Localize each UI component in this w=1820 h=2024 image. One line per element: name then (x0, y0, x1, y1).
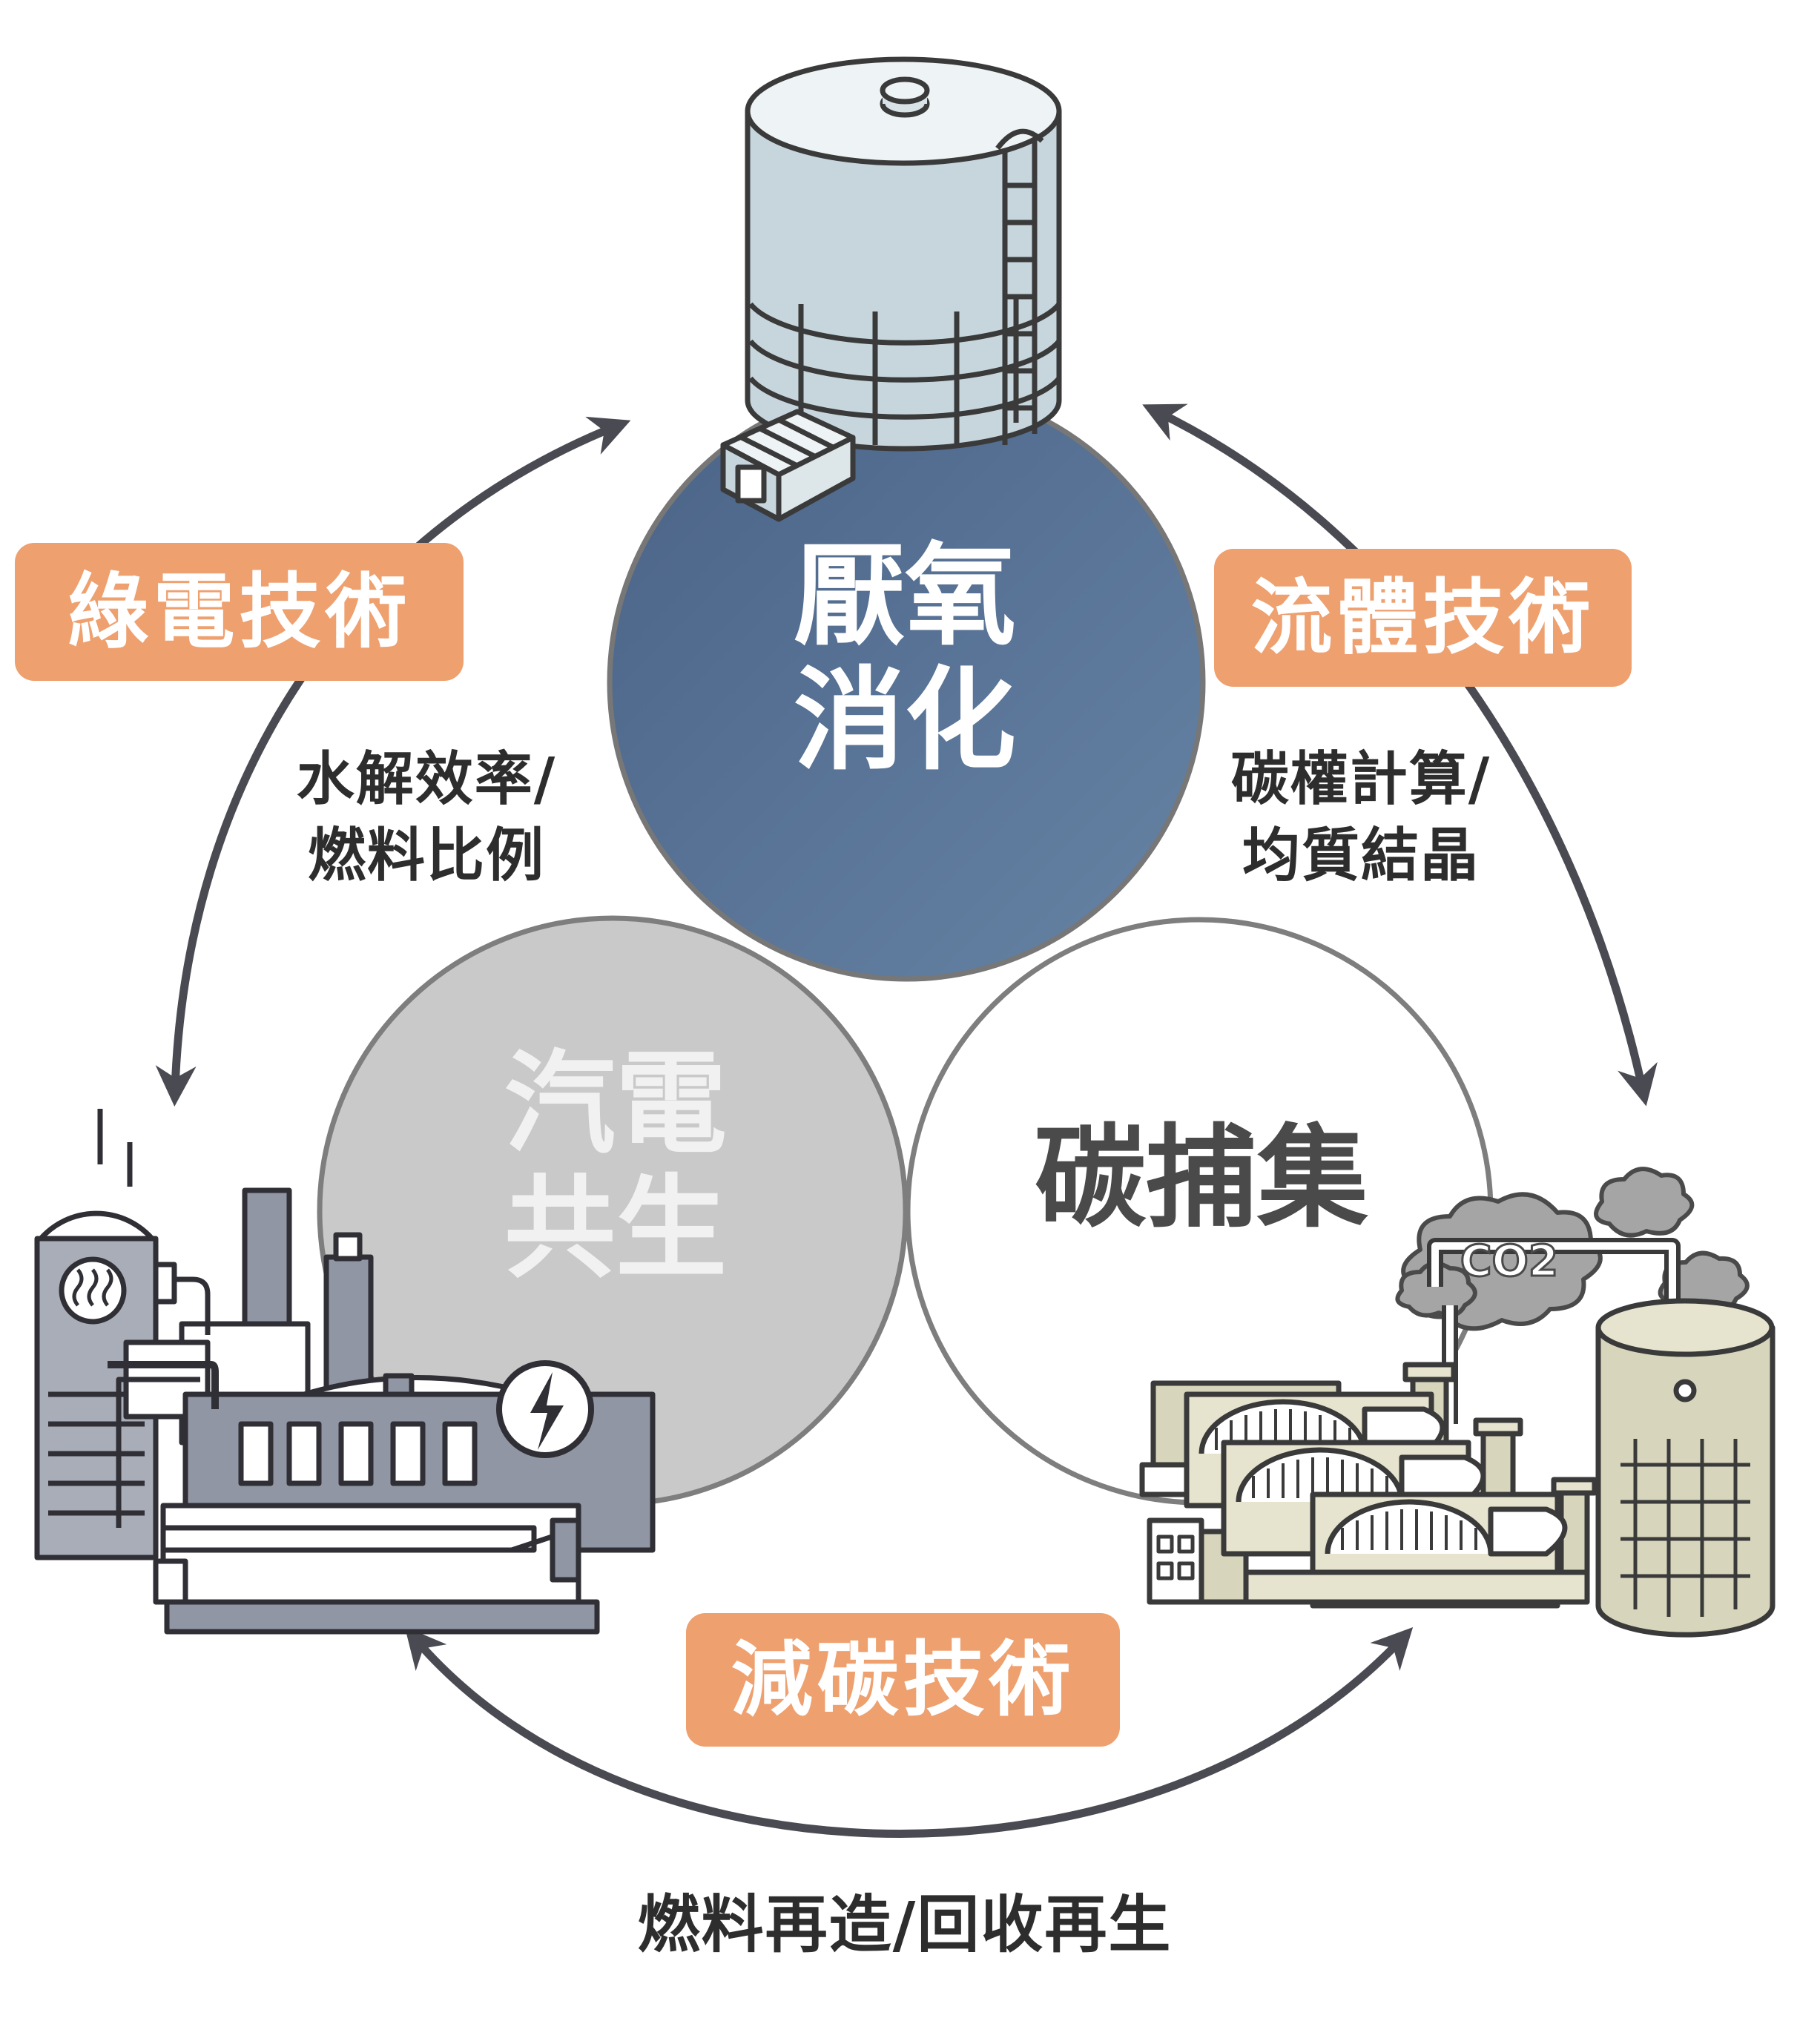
arrow-left-arc (155, 416, 631, 1107)
carbon-reduction-badge: 減碳技術 (686, 1613, 1120, 1747)
digestion-label-line1: 厭氧 (793, 532, 1016, 661)
carbon-reduction-note: 燃料再造/回收再生 (637, 1888, 1173, 1961)
fluid-tech-badge: 流體技術 (1214, 549, 1632, 687)
fluid-tech-note: 碳權計算/ 均質結晶 (1194, 742, 1528, 894)
digestion-tank-illustration (720, 56, 1062, 522)
capture-label: 碳捕集 (1034, 1114, 1368, 1243)
cogeneration-label-line1: 汽電 (504, 1040, 727, 1169)
fluid-tech-note-line1: 碳權計算/ (1230, 746, 1491, 813)
digestion-label-line2: 消化 (793, 656, 1016, 785)
green-power-badge: 綠電技術 (15, 543, 464, 681)
fluid-tech-note-line2: 均質結晶 (1242, 822, 1480, 889)
carbon-capture-plant-illustration (1139, 1167, 1776, 1638)
arrow-right-arc (1142, 403, 1658, 1107)
digestion-label: 厭氧 消化 (727, 534, 1083, 783)
cogeneration-plant-illustration (34, 1109, 656, 1635)
arrow-bottom-arc (404, 1626, 1414, 1838)
green-power-note: 水解效率/ 燃料比例 (256, 742, 597, 894)
cogeneration-label: 汽電 共生 (438, 1042, 794, 1291)
green-power-note-line2: 燃料比例 (307, 822, 545, 889)
green-power-note-line1: 水解效率/ (296, 746, 557, 813)
cogeneration-label-line2: 共生 (504, 1164, 727, 1293)
co2-label: CO2 (1460, 1236, 1558, 1286)
